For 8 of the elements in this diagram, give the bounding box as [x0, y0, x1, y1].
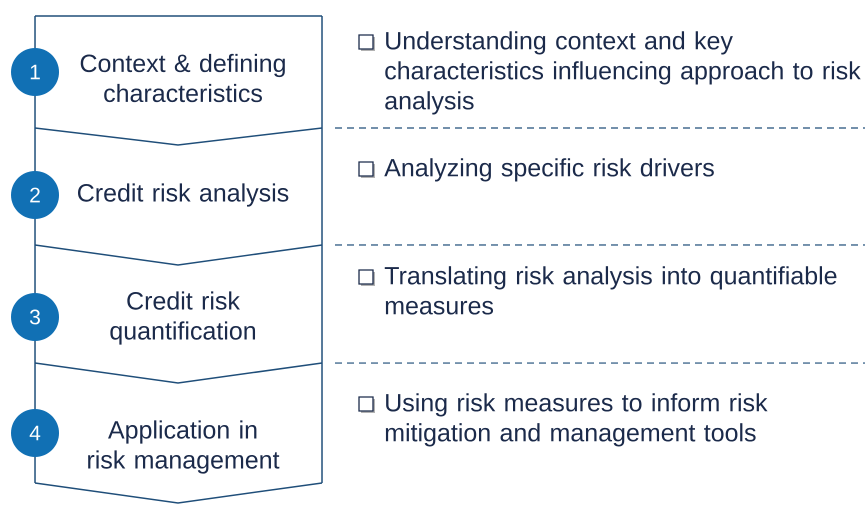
stage-label: Context & defining characteristics — [80, 54, 285, 102]
stage-label: Application in risk management — [88, 420, 280, 474]
description-text: Understanding context and key characteristics influencing approach to risk analysis — [385, 31, 861, 114]
description-text: Using risk measures to inform risk mitigation and management tools — [386, 393, 768, 446]
stage-label: Credit risk quantification — [110, 291, 256, 345]
description-text: Translating risk analysis into quantifiable measures — [384, 266, 836, 315]
description-text: Analyzing specific risk drivers — [384, 158, 714, 182]
stage-label: Credit risk analysis — [78, 183, 288, 207]
